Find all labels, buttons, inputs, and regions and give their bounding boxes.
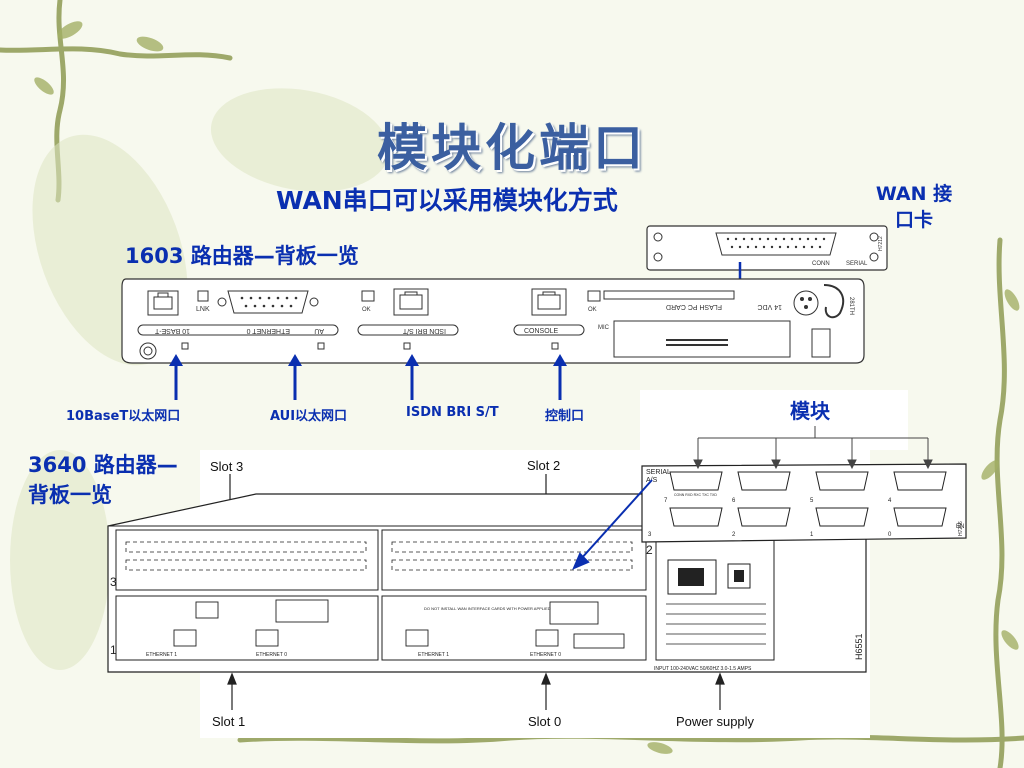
panel-text-flash: FLASH PC CARD — [666, 303, 722, 310]
slot-2-label: Slot 2 — [527, 458, 561, 473]
chassis-power-text: INPUT 100-240VAC 50/60HZ 3.0-1.5 AMPS — [654, 666, 752, 672]
panel-text-ok-2: OK — [588, 307, 597, 313]
chassis-ethernet-1b: ETHERNET 1 — [418, 652, 449, 658]
panel-text-au: AU — [314, 327, 324, 334]
router-1603-heading: 1603 路由器—背板一览 — [125, 244, 359, 268]
slot-number-3: 3 — [110, 575, 117, 589]
module-label: 模块 — [790, 399, 830, 423]
module-port-5: 5 — [810, 498, 814, 504]
panel-text-isdn: ISDN BRI S/T — [402, 327, 446, 334]
router-3640-heading-line1: 3640 路由器— — [28, 453, 178, 477]
panel-text-ethernet: ETHERNET 0 — [246, 327, 290, 334]
module-en: EN — [956, 524, 964, 530]
slot-1-label: Slot 1 — [212, 714, 246, 729]
module-pin-labels-top: CONN RXD RXC TXC TXD — [674, 493, 717, 497]
wan-card-label: WAN 接 口卡 — [864, 181, 964, 233]
module-port-0: 0 — [888, 532, 892, 538]
panel-text-vdc: 14 VDC — [757, 303, 782, 310]
module-port-4: 4 — [888, 498, 892, 504]
slot-0-label: Slot 0 — [528, 714, 562, 729]
slide-title: 模块化端口 — [377, 118, 647, 177]
port-label-10baset: 10BaseT以太网口 — [66, 409, 181, 424]
module-pointers — [572, 426, 933, 570]
router-3640-heading: 3640 路由器— 背板一览 — [28, 450, 178, 510]
wan-interface-card-drawing: CONN SERIAL H7212 — [646, 225, 888, 271]
module-port-3: 3 — [648, 532, 652, 538]
module-port-2: 2 — [732, 532, 736, 538]
port-label-aui: AUI以太网口 — [270, 409, 348, 424]
panel-text-10baset: 10 BASE-T — [154, 327, 190, 334]
wan-card-label-line1: WAN 接 — [875, 183, 953, 205]
panel-text-ok-1: OK — [362, 307, 371, 313]
chassis-ethernet-1a: ETHERNET 1 — [146, 652, 177, 658]
module-port-1: 1 — [810, 532, 814, 538]
module-figure-background — [640, 390, 908, 450]
power-supply-label: Power supply — [676, 714, 755, 729]
module-port-7: 7 — [664, 498, 668, 504]
slide-subtitle: WAN串口可以采用模块化方式 — [276, 186, 618, 215]
wan-card-text-id: H7212 — [878, 236, 884, 251]
panel-text-id: 281TH — [848, 297, 854, 315]
port-label-isdn: ISDN BRI S/T — [406, 405, 499, 420]
port-label-console: 控制口 — [545, 409, 585, 424]
router-3640-heading-line2: 背板一览 — [28, 483, 112, 507]
port-arrows — [169, 354, 567, 400]
module-header-serial: SERIAL — [646, 469, 671, 476]
panel-text-mic: MIC — [598, 325, 610, 331]
wan-card-label-line2: 口卡 — [894, 209, 933, 231]
panel-text-lnk: LNK — [196, 306, 210, 313]
slot-number-2: 2 — [646, 543, 653, 557]
slot-3-label: Slot 3 — [210, 459, 244, 474]
chassis-warning: DO NOT INSTALL WAN INTERFACE CARDS WITH … — [424, 606, 551, 611]
chassis-ethernet-0a: ETHERNET 0 — [256, 652, 287, 658]
wan-card-text-serial: SERIAL — [846, 261, 868, 267]
module-port-6: 6 — [732, 498, 736, 504]
router-1603-panel: LNK OK OK FLASH PC CARD 14 VDC 281TH MIC… — [121, 278, 865, 364]
module-id: H7256 — [958, 521, 964, 536]
chassis-id: H6551 — [854, 633, 864, 660]
chassis-ethernet-0b: ETHERNET 0 — [530, 652, 561, 658]
wan-card-text-conn: CONN — [812, 261, 830, 267]
slot-number-1: 1 — [110, 643, 117, 657]
panel-text-console: CONSOLE — [524, 328, 559, 335]
